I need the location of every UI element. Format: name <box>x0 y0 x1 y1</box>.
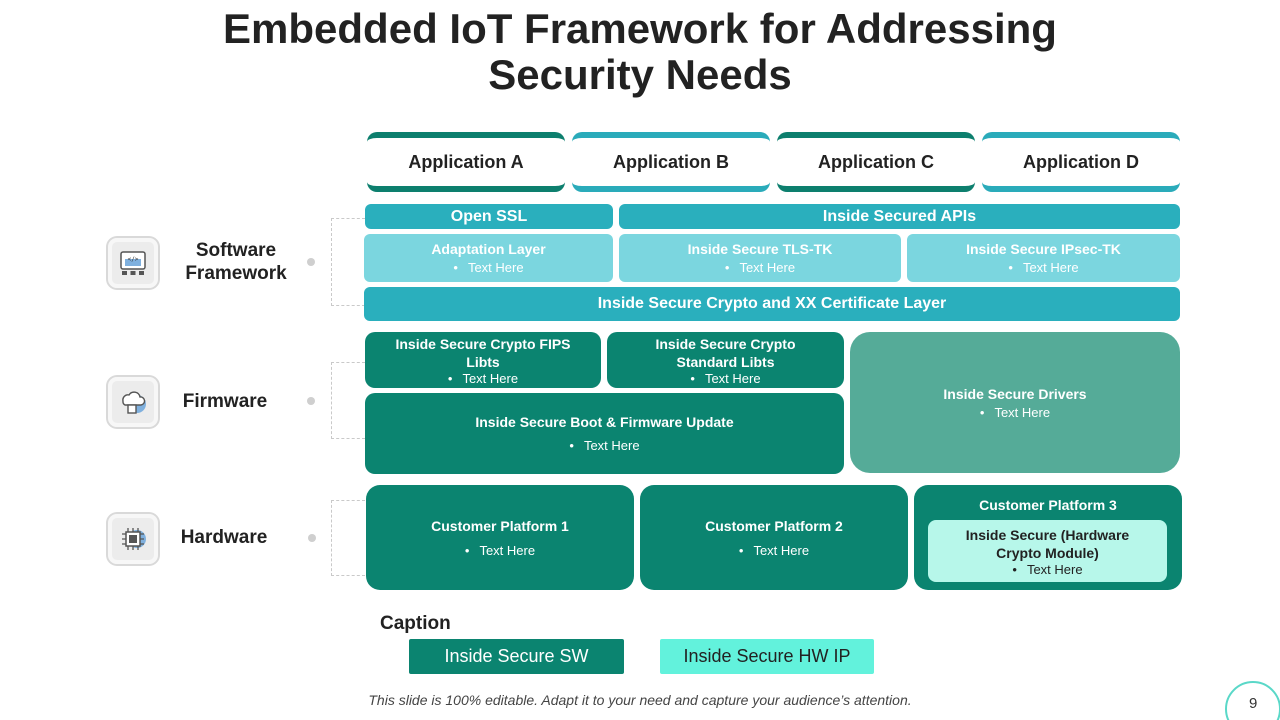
page-number: 9 <box>1225 681 1280 720</box>
code-screen-icon: </> <box>108 238 158 288</box>
crypto-fips-label: Inside Secure Crypto FIPS Libts <box>395 335 571 370</box>
cloud-chip-icon <box>108 377 158 427</box>
legend-hw: Inside Secure HW IP <box>660 639 874 674</box>
hardware-crypto-module-box: Inside Secure (Hardware Crypto Module) T… <box>928 520 1167 582</box>
footer-note: This slide is 100% editable. Adapt it to… <box>368 692 912 708</box>
software-bracket <box>331 218 365 306</box>
boot-firmware-box: Inside Secure Boot & Firmware Update Tex… <box>365 393 844 474</box>
secured-apis-box: Inside Secured APIs <box>619 204 1180 229</box>
bullet-text: Text Here <box>1008 260 1079 275</box>
boot-firmware-label: Inside Secure Boot & Firmware Update <box>475 414 734 430</box>
bullet-text: Text Here <box>465 543 535 558</box>
customer-platform-2-label: Customer Platform 2 <box>705 517 843 534</box>
tls-tk-label: Inside Secure TLS-TK <box>687 241 833 257</box>
hardware-bracket <box>331 500 365 576</box>
customer-platform-1-box: Customer Platform 1 Text Here <box>366 485 634 590</box>
legend-sw: Inside Secure SW <box>409 639 624 674</box>
crypto-certificate-box: Inside Secure Crypto and XX Certificate … <box>364 287 1180 321</box>
software-connector-dot <box>307 258 315 266</box>
customer-platform-2-box: Customer Platform 2 Text Here <box>640 485 908 590</box>
crypto-certificate-label: Inside Secure Crypto and XX Certificate … <box>597 295 947 312</box>
caption-title: Caption <box>380 613 451 634</box>
slide-title: Embedded IoT Framework for Addressing Se… <box>223 5 1057 98</box>
application-a-header: Application A <box>367 132 565 192</box>
svg-text:</>: </> <box>128 256 139 263</box>
processor-chip-icon <box>108 514 158 564</box>
software-framework-label: Software Framework <box>185 240 287 284</box>
bullet-text: Text Here <box>448 371 518 386</box>
firmware-connector-dot <box>307 397 315 405</box>
open-ssl-label: Open SSL <box>450 207 528 225</box>
secure-drivers-box: Inside Secure Drivers Text Here <box>850 332 1180 473</box>
application-d-header: Application D <box>982 132 1180 192</box>
ipsec-tk-box: Inside Secure IPsec-TK Text Here <box>907 234 1180 282</box>
application-c-header: Application C <box>777 132 975 192</box>
crypto-standard-box: Inside Secure Crypto Standard Libts Text… <box>607 332 844 388</box>
secure-drivers-label: Inside Secure Drivers <box>943 385 1087 402</box>
bullet-text: Text Here <box>1012 562 1083 577</box>
customer-platform-3-label: Customer Platform 3 <box>979 497 1117 513</box>
hardware-label: Hardware <box>180 527 268 548</box>
bullet-text: Text Here <box>569 438 640 453</box>
bullet-text: Text Here <box>725 260 795 275</box>
hardware-crypto-module-label: Inside Secure (Hardware Crypto Module) <box>965 526 1130 561</box>
bullet-text: Text Here <box>453 260 524 275</box>
bullet-text: Text Here <box>690 371 761 386</box>
customer-platform-1-label: Customer Platform 1 <box>431 517 569 534</box>
bullet-text: Text Here <box>980 405 1050 420</box>
crypto-standard-label: Inside Secure Crypto Standard Libts <box>655 335 796 370</box>
adaptation-layer-label: Adaptation Layer <box>431 241 546 257</box>
tls-tk-box: Inside Secure TLS-TK Text Here <box>619 234 901 282</box>
adaptation-layer-box: Adaptation Layer Text Here <box>364 234 613 282</box>
application-b-header: Application B <box>572 132 770 192</box>
hardware-connector-dot <box>308 534 316 542</box>
bullet-text: Text Here <box>739 543 809 558</box>
firmware-label: Firmware <box>182 391 268 412</box>
ipsec-tk-label: Inside Secure IPsec-TK <box>966 241 1121 257</box>
firmware-bracket <box>331 362 365 439</box>
secured-apis-label: Inside Secured APIs <box>822 207 977 225</box>
crypto-fips-box: Inside Secure Crypto FIPS Libts Text Her… <box>365 332 601 388</box>
open-ssl-box: Open SSL <box>365 204 613 229</box>
